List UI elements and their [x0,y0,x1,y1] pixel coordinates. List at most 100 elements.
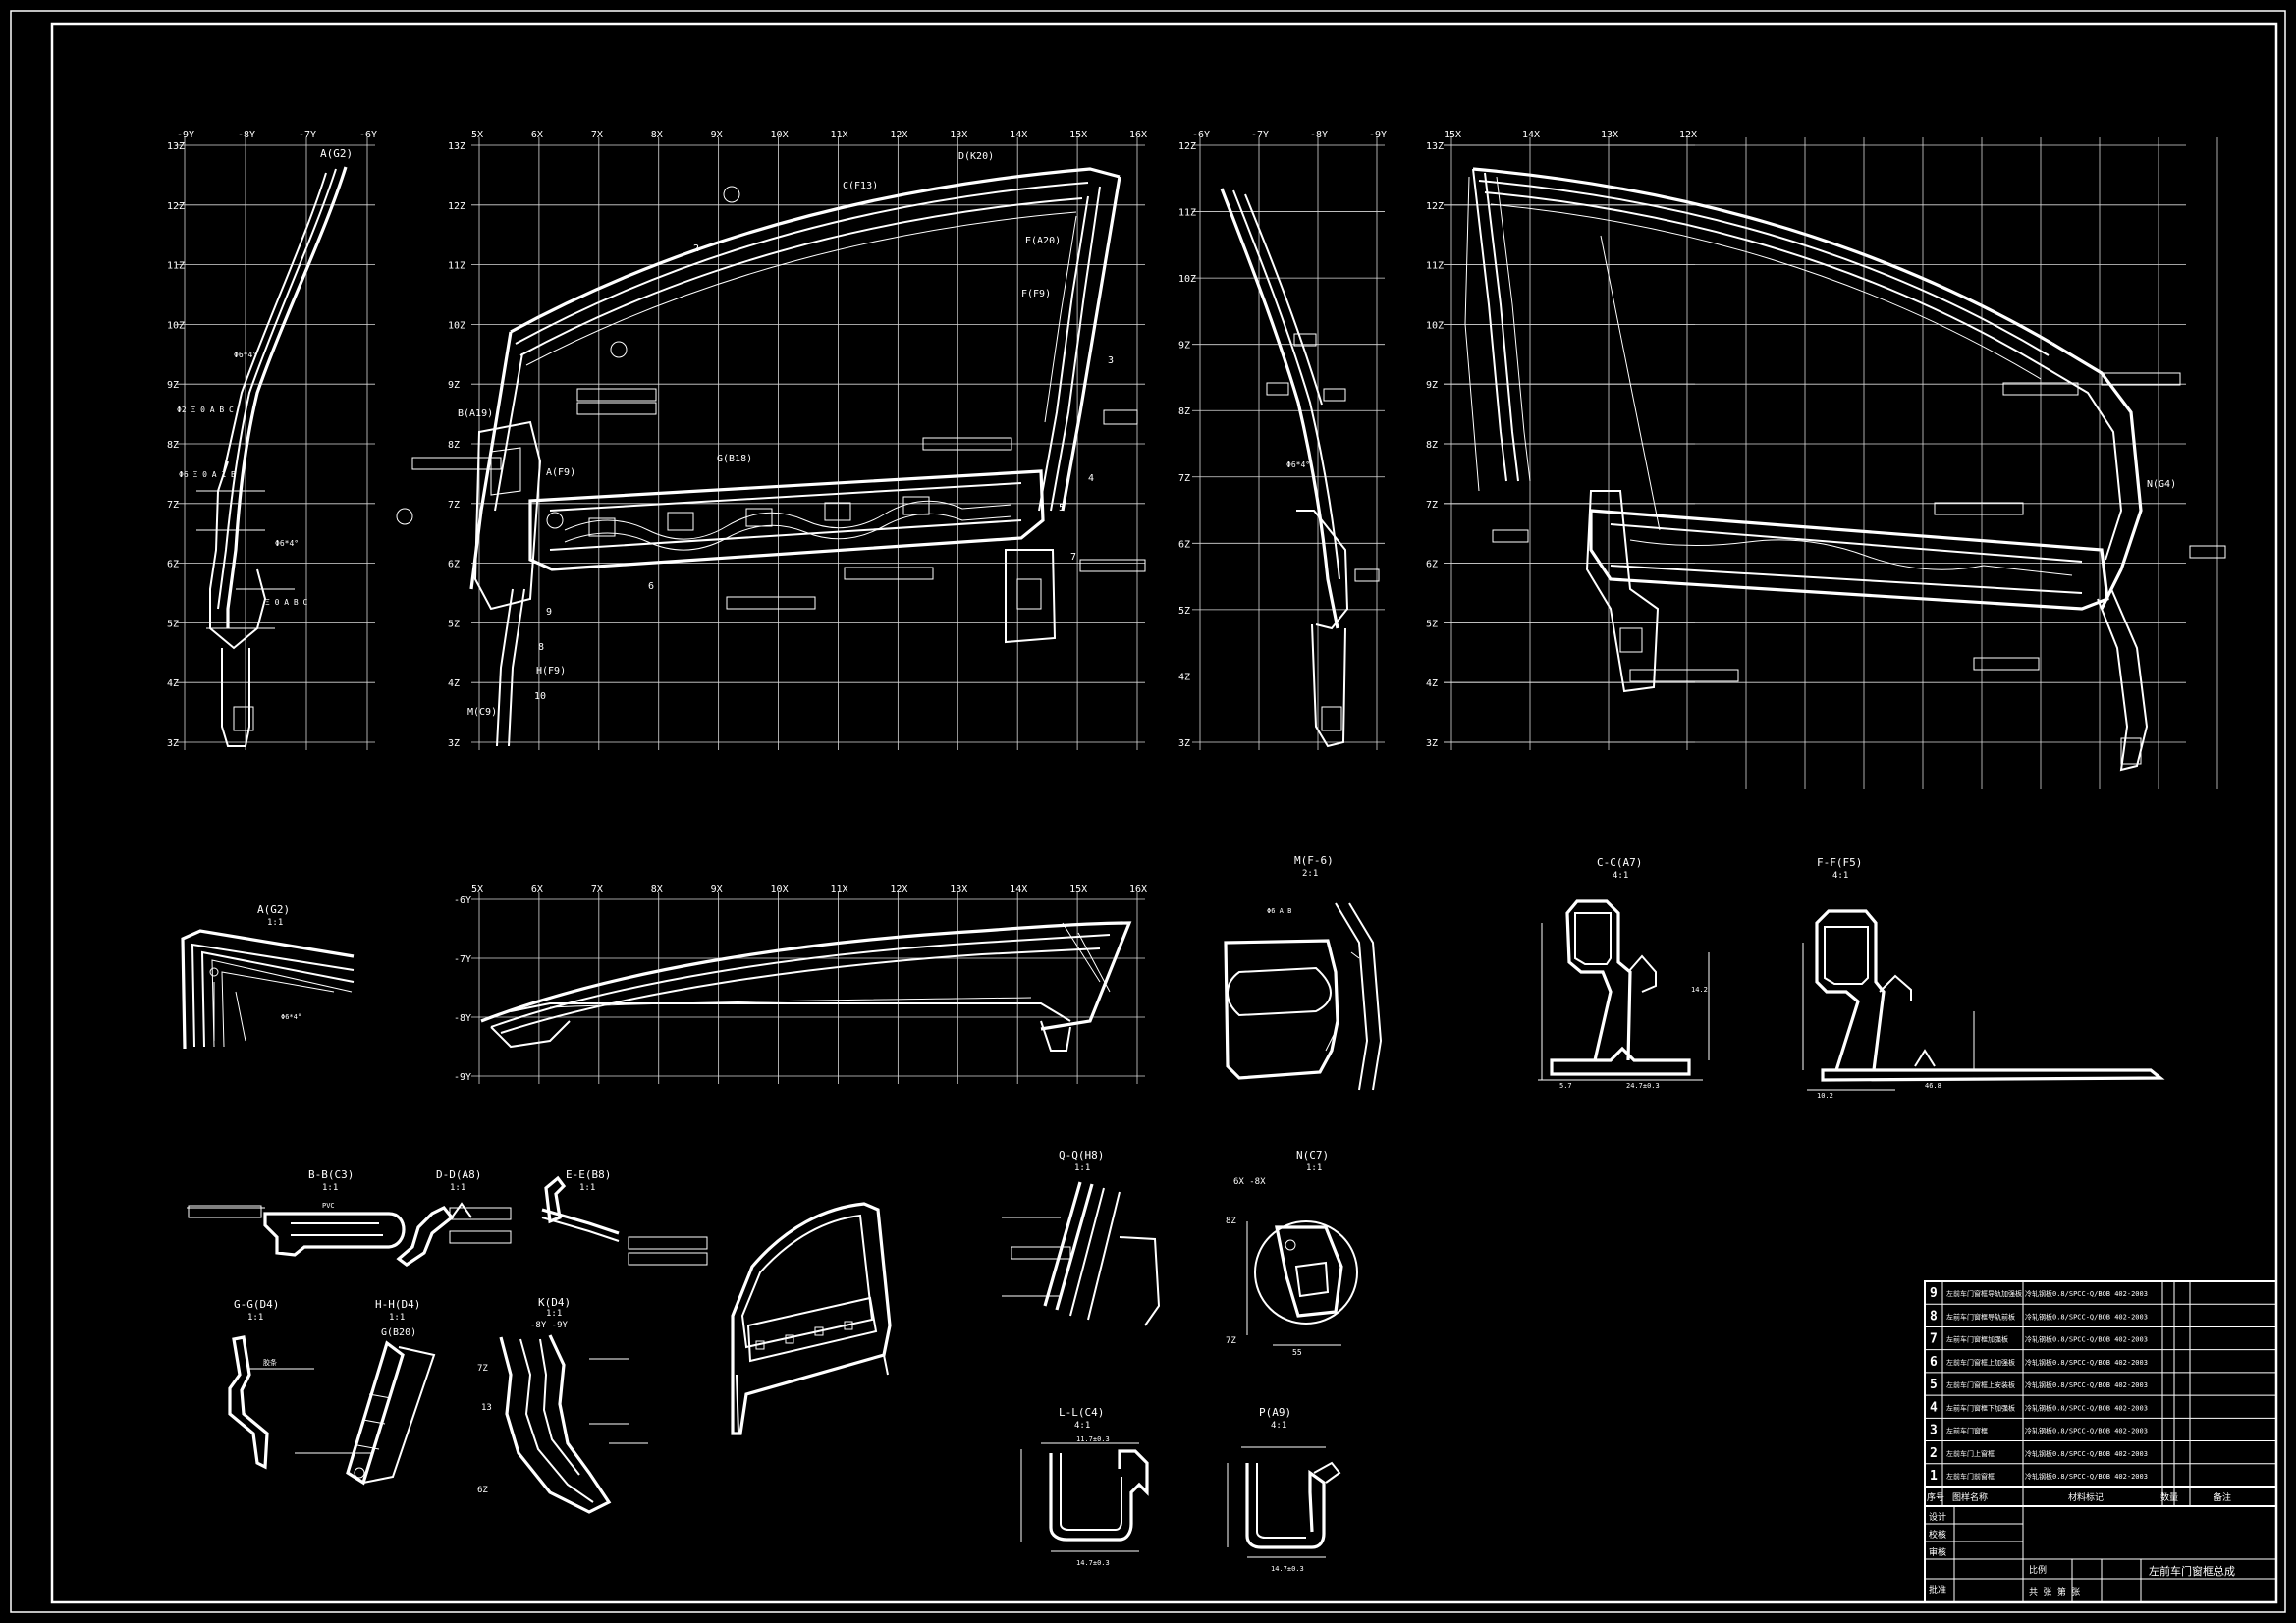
balloon-5: 5 [1059,503,1065,514]
svg-text:Φ6*4°: Φ6*4° [1286,460,1310,469]
section-ee: E-E(B8) 1:1 [541,1168,708,1266]
grid-row-label: 12Z [167,201,185,212]
part-row-spec: 冷轧钢板0.8/SPCC-Q/BQB 402-2003 [2025,1380,2148,1389]
balloon-3: 3 [1108,355,1114,366]
grid-col-label: 16X [1129,884,1147,894]
part-row-number: 6 [1930,1355,1938,1370]
section-ff-scale: 4:1 [1832,871,1848,881]
grid-col-label: 9X [711,884,723,894]
grid-row-label: 5Z [1426,619,1438,629]
part-row-spec: 冷轧钢板0.8/SPCC-Q/BQB 402-2003 [2025,1449,2148,1458]
grid-col-label: -7Y [1251,130,1269,140]
grid-row-label: 4Z [1178,672,1190,682]
svg-text:14.7±0.3: 14.7±0.3 [1271,1565,1304,1573]
grid-col-label: -6Y [1192,130,1210,140]
balloon-8: 8 [538,642,544,653]
section-qq-scale: 1:1 [1074,1163,1090,1173]
grid-col-label: 5X [471,884,483,894]
fcf-boxes-inner [1492,372,2226,682]
svg-text:Φ6*4°: Φ6*4° [281,1013,301,1021]
svg-text:14.2: 14.2 [1691,986,1708,994]
grid-row-label: 4Z [1426,678,1438,689]
part-row-spec: 冷轧钢板0.8/SPCC-Q/BQB 402-2003 [2025,1427,2148,1435]
grid-col-label: -8Y [238,130,255,140]
grid-col-label: 12X [890,130,907,140]
grid-col-label: 10X [771,884,789,894]
grid-col-label: 10X [771,130,789,140]
grid-row-label: 11Z [448,261,465,272]
grid-row-label: 9Z [167,380,179,391]
section-gg: G-G(D4) 1:1 胶条 [228,1298,373,1470]
grid-row-label: 6Z [167,560,179,570]
svg-text:46.8: 46.8 [1925,1082,1941,1090]
tb-design: 设计 [1929,1511,1946,1523]
grid-row-label: 12Z [1178,141,1196,152]
grid-col-label: 13X [950,884,967,894]
grid-row-label: -8Y [454,1013,471,1024]
tb-scale: 比例 [2029,1564,2047,1576]
grid-row-label: 8Z [1178,406,1190,417]
part-row-spec: 冷轧钢板0.8/SPCC-Q/BQB 402-2003 [2025,1335,2148,1344]
grid-col-label: 11X [830,884,847,894]
grid-col-label: 5X [471,130,483,140]
svg-text:Φ6*4°: Φ6*4° [234,351,257,359]
grid-row-label: 13Z [167,141,185,152]
part-row-name: 左前车门上窗框 [1946,1449,1995,1458]
section-cc-scale: 4:1 [1613,871,1628,881]
section-ll-scale: 4:1 [1074,1421,1090,1431]
tb-review: 审核 [1929,1546,1946,1558]
detail-n: N(C7) 1:1 6X -8X 8Z 7Z 55 [1226,1149,1358,1357]
svg-text:Φ6*4°: Φ6*4° [275,539,299,548]
grid-row-label: 10Z [1178,274,1196,285]
section-qq-title: Q-Q(H8) [1059,1149,1104,1162]
section-dd: D-D(A8) 1:1 [396,1168,512,1267]
grid-row-label: 5Z [1178,606,1190,617]
balloon-2: 2 [693,243,699,254]
grid-row-label: -7Y [454,954,471,965]
part-row-name: 左前车门窗框下加强板 [1946,1403,2015,1412]
main-callout-e: E(A20) [1025,236,1061,246]
section-ee-scale: 1:1 [579,1183,595,1193]
part-row-number: 9 [1930,1286,1938,1301]
detail-k-title: K(D4) [538,1296,571,1309]
balloon-9: 9 [546,607,552,618]
svg-text:Φ2 Ξ 0 A B C: Φ2 Ξ 0 A B C [177,406,234,414]
section-ee-title: E-E(B8) [566,1168,611,1181]
grid-col-label: 8X [651,884,663,894]
svg-text:24.7±0.3: 24.7±0.3 [1626,1082,1660,1090]
section-hh-sub: G(B20) [381,1327,416,1338]
grid-row-label: 13Z [1426,141,1444,152]
detail-k-z2: 6Z [477,1486,488,1495]
grid-row-label: 5Z [167,619,179,629]
tb-check: 校核 [1929,1529,1946,1541]
part-row-name: 左前车门窗框导轨加强板 [1946,1289,2022,1298]
grid-col-label: -6Y [359,130,377,140]
section-pp-scale: 4:1 [1271,1421,1286,1431]
part-row-number: 3 [1930,1424,1938,1438]
grid-col-label: 16X [1129,130,1147,140]
grid-row-label: 6Z [1178,539,1190,550]
tb-approve: 批准 [1929,1584,1946,1596]
svg-text:5.7: 5.7 [1559,1082,1572,1090]
tb-header-no: 序号 [1927,1491,1944,1503]
main-callout-d: D(K20) [958,151,994,162]
section-gg-title: G-G(D4) [234,1298,279,1311]
grid-row-label: 11Z [1426,261,1444,272]
grid-col-label: 15X [1069,884,1087,894]
tb-sheets: 共 张 第 张 [2029,1586,2080,1597]
tb-header-note: 备注 [2214,1491,2231,1503]
part-row-name: 左前车门前窗框 [1946,1472,1995,1481]
grid-row-label: 6Z [1426,560,1438,570]
main-callout-f: F(F9) [1021,289,1051,299]
section-ff-title: F-F(F5) [1817,856,1862,869]
grid-row-label: 12Z [448,201,465,212]
part-row-name: 左前车门窗框上安装板 [1946,1380,2015,1389]
grid-row-label: 7Z [167,500,179,511]
grid-row-label: 10Z [167,320,185,331]
grid-col-label: 7X [591,130,603,140]
main-callout-c: C(F13) [843,181,878,191]
